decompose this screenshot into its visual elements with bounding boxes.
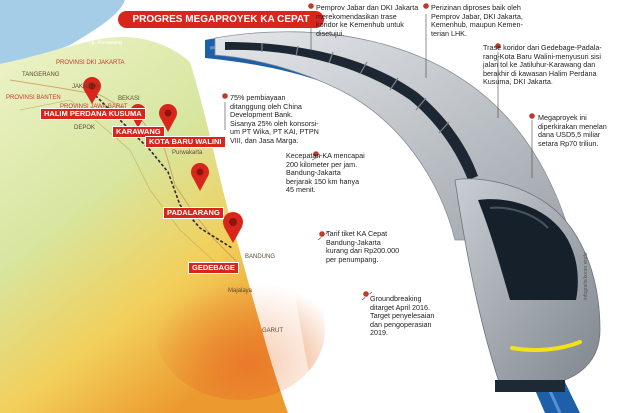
infographic-title: PROGRES MEGAPROYEK KA CEPAT (118, 11, 324, 28)
map-label-garut: GARUT (262, 328, 283, 334)
callout-route-recommendation: Pemprov Jabar dan DKI Jakarta merekomend… (316, 3, 419, 38)
province-label-dki: PROVINSI DKI JAKARTA (56, 60, 125, 66)
headlight-strip (510, 340, 582, 352)
callout-project-cost: Megaproyek ini diperkirakan menelan dana… (538, 113, 607, 148)
map-label-tg-karawang: Tg. Karawang (88, 40, 123, 46)
station-label-walini: KOTA BARU WALINI (145, 136, 226, 148)
pin-padalarang (191, 163, 209, 191)
bullet-icon (318, 230, 326, 238)
station-label-gedebage: GEDEBAGE (188, 262, 239, 274)
map-label-purwakarta: Purwakarta (172, 150, 203, 156)
bullet-icon (307, 2, 315, 10)
bullet-icon (422, 2, 430, 10)
land-fade (190, 40, 318, 413)
pin-walini (159, 104, 177, 132)
map-label-tangerang: TANGERANG (22, 72, 60, 78)
java-sea (0, 0, 125, 64)
windshield-glare (489, 206, 549, 229)
callout-schedule: Groundbreaking ditarget April 2016. Targ… (370, 294, 435, 338)
map-label-majalaya: Majalaya (228, 288, 253, 294)
province-label-jabar: PROVINSI JAWA BARAT (60, 104, 128, 110)
bullet-icon (494, 42, 502, 50)
callout-corridor-route: Trase koridor dari Gedebage-Padala- rang… (483, 43, 602, 87)
pin-gedebage (223, 212, 243, 243)
bullet-icon (362, 290, 370, 298)
province-label-banten: PROVINSI BANTEN (6, 95, 61, 101)
train-windows (225, 42, 478, 180)
bullet-icon (221, 92, 229, 100)
callout-financing: 75% pembiayaan ditanggung oleh China Dev… (230, 93, 319, 145)
callout-permits: Perizinan diproses baik oleh Pemprov Jab… (431, 3, 523, 38)
pin-halim (83, 77, 101, 104)
road-network (9, 79, 241, 266)
callout-ticket-price: Tarif tiket KA Cepat Bandung-Jakarta kur… (326, 229, 400, 264)
window-dividers (261, 43, 450, 134)
callout-speed: Kecepatan KA mencapai 200 kilometer per … (286, 151, 365, 195)
map-label-bandung: BANDUNG (245, 254, 276, 260)
train-skirt (495, 380, 565, 392)
station-label-padalarang: PADALARANG (163, 207, 224, 219)
station-label-halim: HALIM PERDANA KUSUMA (40, 108, 146, 120)
credit-text: infografis/koran sindo (583, 252, 589, 300)
station-label-karawang: KARAWANG (112, 126, 165, 138)
map-label-depok: DEPOK (74, 125, 96, 131)
map-label-bekasi: BEKASI (118, 96, 140, 102)
train-windshield (478, 199, 578, 300)
road-network-2 (19, 99, 216, 263)
bullet-icon (312, 150, 320, 158)
map-label-jakarta: JAKARTA (72, 84, 99, 90)
bullet-icon (528, 112, 536, 120)
